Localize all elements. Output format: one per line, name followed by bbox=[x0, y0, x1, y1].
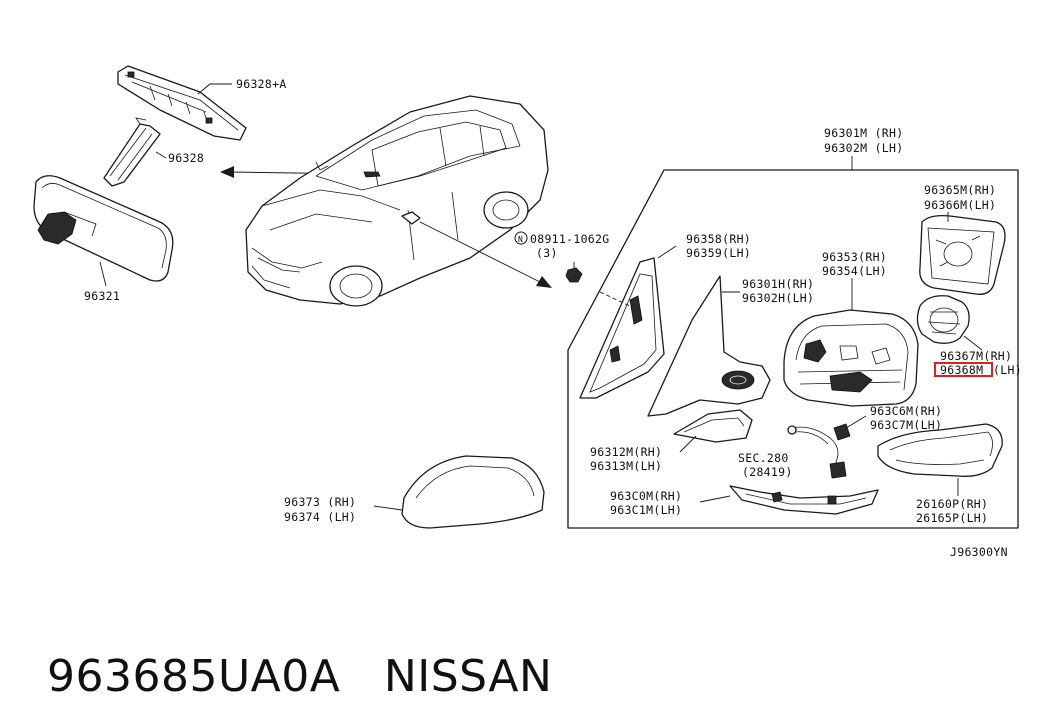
wire-harness bbox=[787, 415, 867, 479]
label-nut-qty: (3) bbox=[536, 246, 558, 260]
assembly-frame bbox=[567, 156, 1019, 529]
caption: 963685UA0A NISSAN bbox=[18, 600, 552, 702]
label-sec280: SEC.280 bbox=[738, 451, 789, 465]
label-96313m: 96313M(LH) bbox=[590, 459, 662, 473]
label-96328a: 96328+A bbox=[236, 77, 287, 91]
label-96367m: 96367M(RH) bbox=[940, 349, 1012, 363]
label-96302m: 96302M (LH) bbox=[824, 141, 903, 155]
nut-fastener bbox=[514, 231, 583, 283]
label-96302h: 96302H(LH) bbox=[742, 291, 814, 305]
mirror-actuator bbox=[916, 295, 983, 351]
label-963c6m: 963C6M(RH) bbox=[870, 404, 942, 418]
car-illustration bbox=[245, 95, 549, 307]
base-finisher bbox=[673, 409, 753, 453]
mirror-bracket-cover bbox=[117, 65, 247, 141]
label-96301h: 96301H(RH) bbox=[742, 277, 814, 291]
label-96321: 96321 bbox=[84, 289, 120, 303]
label-963c0m: 963C0M(RH) bbox=[610, 489, 682, 503]
mirror-cap bbox=[373, 455, 545, 529]
label-96312m: 96312M(RH) bbox=[590, 445, 662, 459]
diagram-code: J96300YN bbox=[950, 545, 1008, 559]
label-96368m-side: (LH) bbox=[993, 363, 1022, 377]
inner-rearview-mirror bbox=[33, 175, 174, 287]
mirror-base bbox=[647, 275, 771, 417]
label-96328: 96328 bbox=[168, 151, 204, 165]
mirror-gasket bbox=[579, 245, 677, 399]
under-cover bbox=[699, 485, 879, 515]
label-sec280-ref: (28419) bbox=[742, 465, 793, 479]
label-96366m: 96366M(LH) bbox=[924, 198, 996, 212]
mirror-housing bbox=[783, 278, 919, 407]
caption-part-number: 963685UA0A bbox=[46, 651, 341, 702]
label-96353: 96353(RH) bbox=[822, 250, 887, 264]
highlight-box bbox=[934, 362, 993, 377]
nut-n-symbol: N bbox=[518, 235, 523, 244]
label-26165p: 26165P(LH) bbox=[916, 511, 988, 525]
turn-signal-lamp bbox=[877, 423, 1003, 496]
label-96373: 96373 (RH) bbox=[284, 495, 356, 509]
label-96354: 96354(LH) bbox=[822, 264, 887, 278]
label-963c1m: 963C1M(LH) bbox=[610, 503, 682, 517]
mirror-bracket bbox=[103, 117, 167, 187]
label-963c7m: 963C7M(LH) bbox=[870, 418, 942, 432]
label-96359: 96359(LH) bbox=[686, 246, 751, 260]
label-96301m: 96301M (RH) bbox=[824, 126, 903, 140]
label-96358: 96358(RH) bbox=[686, 232, 751, 246]
label-26160p: 26160P(RH) bbox=[916, 497, 988, 511]
mirror-glass bbox=[919, 212, 1006, 295]
label-96374: 96374 (LH) bbox=[284, 510, 356, 524]
label-96368m: 96368M bbox=[940, 363, 983, 377]
pointer-arrow-right bbox=[419, 221, 552, 288]
label-08911-1062g: 08911-1062G bbox=[530, 232, 609, 246]
label-96365m: 96365M(RH) bbox=[924, 183, 996, 197]
caption-brand: NISSAN bbox=[383, 651, 553, 702]
parts-diagram: 96328+A 96328 96321 bbox=[33, 65, 1022, 559]
